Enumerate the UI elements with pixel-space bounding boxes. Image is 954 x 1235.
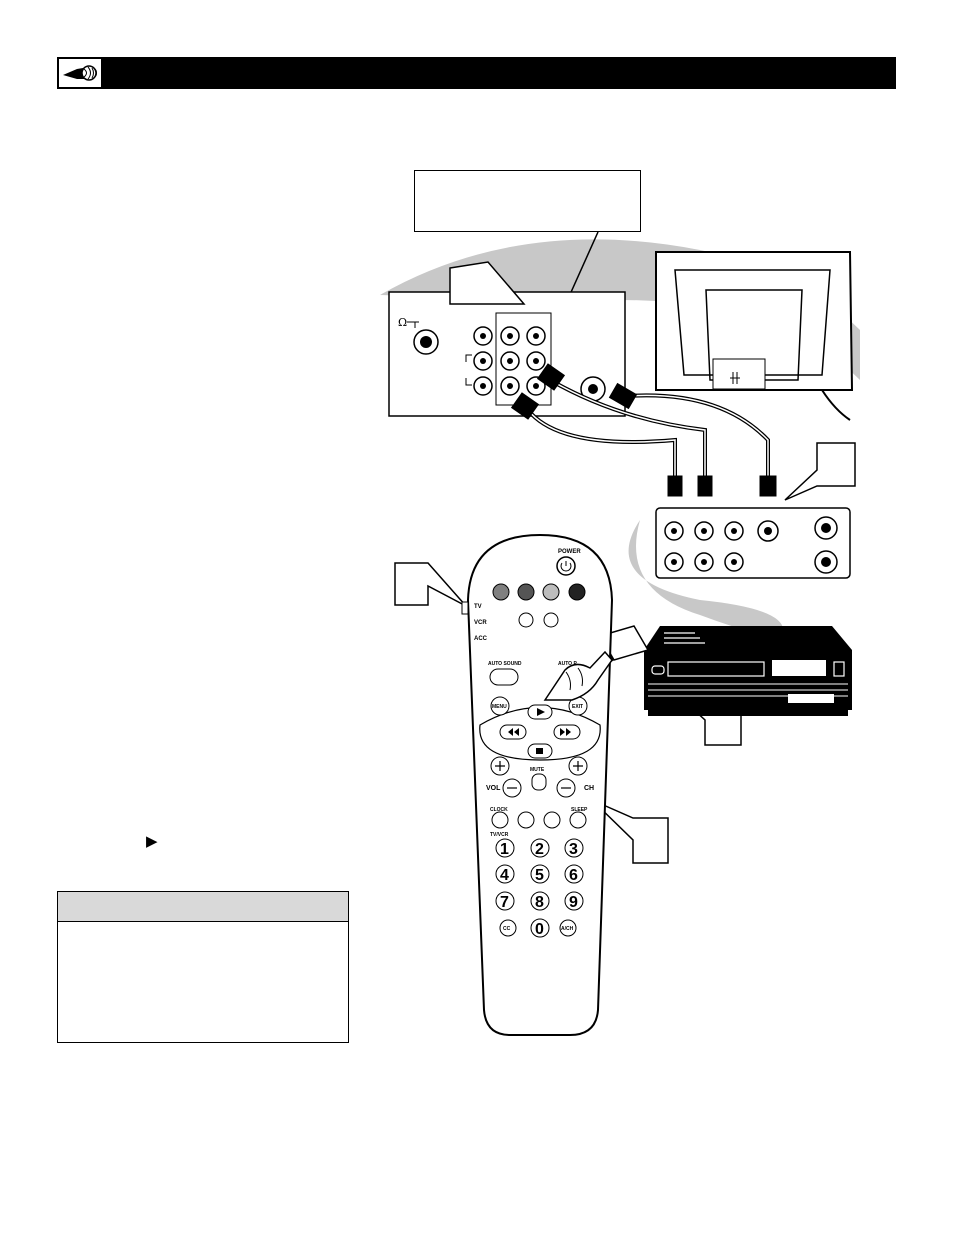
auto-picture-label: AUTO P <box>558 661 577 667</box>
mode-tv-label: TV <box>474 604 482 610</box>
cc-label: CC <box>503 926 511 932</box>
key-2: 2 <box>535 841 544 858</box>
cc-button <box>499 919 517 937</box>
remote-control: POWER TV VCR ACC AUTO SOUND AUTO P MENU … <box>461 533 614 1036</box>
tv-rear-view <box>655 251 854 421</box>
play-symbol: ▶ <box>146 833 158 850</box>
vcr-rear-panel <box>655 507 851 579</box>
clock-button <box>491 811 509 829</box>
mute-button <box>531 773 547 791</box>
key-7: 7 <box>500 894 509 911</box>
power-label: POWER <box>558 549 581 555</box>
sleep-label: SLEEP <box>571 807 588 813</box>
smart-picture-button <box>543 612 559 628</box>
ch-label: CH <box>584 785 594 792</box>
vol-label: VOL <box>486 785 501 792</box>
exit-label: EXIT <box>572 704 583 710</box>
step-flag-vcr-jacks <box>784 442 856 501</box>
hint-box-title <box>58 892 348 922</box>
ach-button <box>559 919 577 937</box>
clock-label: CLOCK <box>490 807 508 813</box>
mute-label: MUTE <box>530 767 545 773</box>
menu-button <box>490 696 510 716</box>
smart-sound-button <box>518 612 534 628</box>
key-5: 5 <box>535 867 544 884</box>
hand-pointer-icon <box>57 57 103 89</box>
record-button <box>517 811 535 829</box>
tv-vcr-label: TV/VCR <box>490 832 509 838</box>
color-button-blue <box>568 583 586 601</box>
stop-small-button <box>543 811 561 829</box>
sleep-button <box>569 811 587 829</box>
ach-label: A/CH <box>561 926 574 932</box>
key-9: 9 <box>569 894 578 911</box>
step-flag-tv <box>449 261 526 305</box>
mode-acc-label: ACC <box>474 636 488 642</box>
key-1: 1 <box>500 841 509 858</box>
key-4: 4 <box>500 867 509 884</box>
mode-vcr-label: VCR <box>474 620 487 626</box>
auto-sound-label: AUTO SOUND <box>488 661 522 667</box>
helpful-hint-box <box>57 891 349 1043</box>
pressing-hand-icon <box>543 650 613 701</box>
color-button-red <box>492 583 510 601</box>
step-flag-remote-switch <box>394 562 467 607</box>
callout-box <box>414 170 641 232</box>
key-6: 6 <box>569 867 578 884</box>
key-3: 3 <box>569 841 578 858</box>
mode-switch <box>461 601 469 615</box>
menu-label: MENU <box>492 704 507 710</box>
tv-back-panel: Ω <box>388 291 626 417</box>
auto-sound-button <box>489 668 519 686</box>
color-button-green <box>517 583 535 601</box>
color-button-yellow <box>542 583 560 601</box>
key-0: 0 <box>535 921 544 938</box>
antenna-symbol: Ω <box>398 316 407 329</box>
vcr-front-view <box>644 626 852 716</box>
key-8: 8 <box>535 894 544 911</box>
section-header-bar <box>57 57 896 89</box>
